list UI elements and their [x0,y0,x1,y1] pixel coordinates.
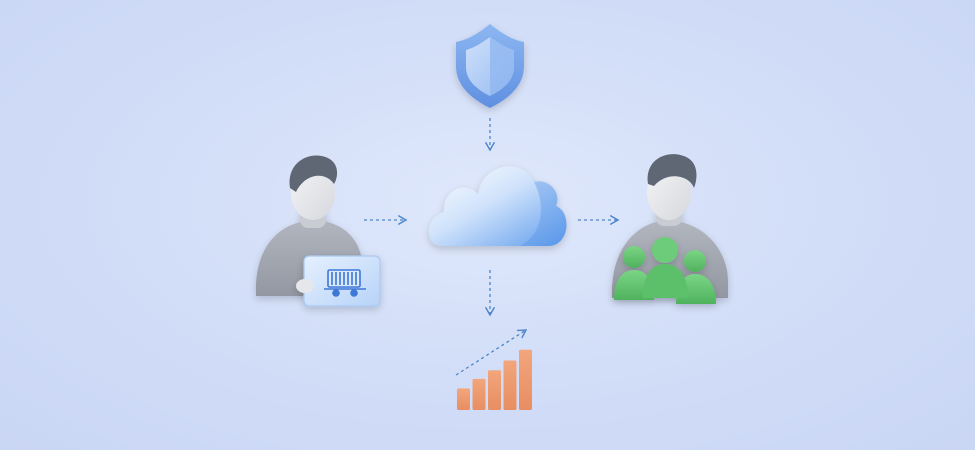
bar-chart-growth-icon [455,329,532,410]
shield-icon [456,24,524,108]
growth-bar-1 [457,388,470,410]
growth-bar-3 [488,370,501,410]
growth-bar-2 [472,378,486,410]
cloud-icon [428,166,567,246]
truck-icon [324,269,366,297]
growth-bar-5 [519,349,532,410]
growth-bars [457,349,532,410]
growth-bar-4 [503,360,517,410]
person-with-group-icon [611,154,728,304]
customer-group-icon [614,237,716,304]
advisor-head [647,154,697,220]
seller-head [289,155,338,220]
tablet-icon [296,255,381,307]
growth-trend-arrow [455,329,528,376]
person-with-tablet-icon [255,155,381,307]
